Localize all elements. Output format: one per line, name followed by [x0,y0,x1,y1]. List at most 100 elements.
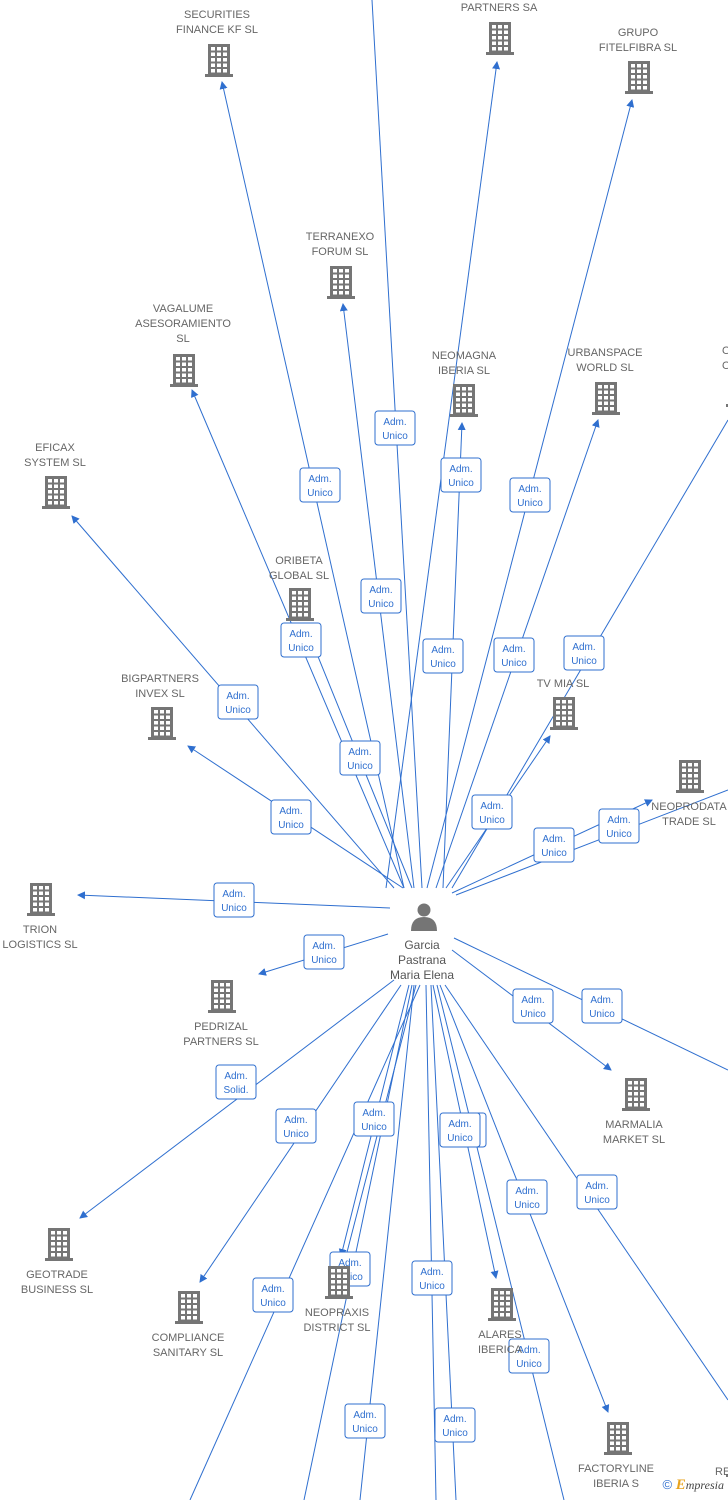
edge-line [425,984,437,1500]
company-name: ALARES [478,1329,521,1341]
edge-label[interactable]: Adm.Unico [440,457,482,493]
edge-label[interactable]: Adm.Unico [374,410,416,446]
person-name: Pastrana [398,953,446,967]
edge-label-text: Adm. [542,834,565,845]
edge-label-text: Adm. [289,629,312,640]
edge-label[interactable]: Adm. Unico [598,808,640,844]
edge-label[interactable]: Adm.Unico [506,1179,548,1215]
edge-label[interactable]: Adm.Unico [576,1174,618,1210]
edge-label[interactable]: Adm. Unico [280,622,322,658]
edge-line [189,984,421,1500]
edge-label-text: Unico [479,815,505,826]
edge-label-box [217,684,259,720]
edge-label-box [299,467,341,503]
edge-label[interactable]: Adm.Unico [411,1260,453,1296]
edge-label-text: Unico [283,1129,309,1140]
edge-label[interactable]: Adm.Unico [434,1407,476,1443]
company-name: PARTNERS SA [461,2,538,14]
edge-label-text: Unico [352,1424,378,1435]
edge-label[interactable]: Adm.Unico [344,1403,386,1439]
edge-label[interactable]: Adm.Unico [508,1338,550,1374]
company-name: COMPLIANCE [152,1332,225,1344]
edge-label[interactable]: Adm.Unico [509,477,551,513]
edge-label-text: Unico [606,829,632,840]
edge-label[interactable]: Adm.Unico [270,799,312,835]
company-name: TV MIA SL [537,678,590,690]
company-name: MARMALIA [605,1119,663,1131]
building-icon [45,1228,73,1261]
edge-label[interactable]: Adm.Unico [299,467,341,503]
company-node-tvmia[interactable]: TV MIA SL [537,678,590,730]
edges-layer [71,0,728,1500]
edge-label-text: Unico [288,643,314,654]
edge-label-text: Adm. [607,815,630,826]
edge-label[interactable]: Adm.Unico [275,1108,317,1144]
edge-label-text: Unico [225,705,251,716]
company-name: NEOPRODATA [651,801,727,813]
edge-label-box [422,638,464,674]
edge-label-box [508,1338,550,1374]
edge-label[interactable]: Adm.Unico [533,827,575,863]
edge-label[interactable]: Adm.Unico [563,635,605,671]
edge-label[interactable]: Adm.Unico [439,1112,481,1148]
company-name: RE [715,1466,728,1478]
company-name: FITELFIBRA SL [599,42,677,54]
edge-label-box [360,578,402,614]
company-name: IBERIA S [593,1478,639,1490]
edge-label[interactable]: Adm.Unico [217,684,259,720]
person-icon [411,903,437,931]
building-icon [208,980,236,1013]
building-icon [148,707,176,740]
edge-label-text: Adm. [224,1071,247,1082]
company-name: ORIBETA [275,555,323,567]
edge-label[interactable]: Adm.Unico [213,882,255,918]
edge-label[interactable]: Adm.Unico [353,1101,395,1137]
edge-label[interactable]: Adm.Unico [339,740,381,776]
edge-label[interactable]: Adm.Unico [512,988,554,1024]
edge-label[interactable]: Adm.Unico [581,988,623,1024]
edge-label-text: Unico [501,658,527,669]
edge-label[interactable]: Adm.Unico [422,638,464,674]
brand-logo: Empresia [675,1477,724,1493]
edge-label[interactable]: Adm.Unico [471,794,513,830]
edge-label-text: Adm. [515,1186,538,1197]
company-node-re[interactable]: RE [715,1444,728,1478]
company-node-oc[interactable]: OOC [722,345,728,407]
edge-label-text: Unico [520,1009,546,1020]
edge-label-text: Adm. [585,1181,608,1192]
edge-label[interactable]: Adm.Solid. [215,1064,257,1100]
company-node-partners[interactable]: PARTNERS SA [461,2,538,55]
edge-label[interactable]: Adm.Unico [493,637,535,673]
building-icon [604,1422,632,1455]
edge-label-text: Adm. [517,1345,540,1356]
edge-label[interactable]: Adm.Unico [252,1277,294,1313]
edge-label-text: Adm. [338,1258,361,1269]
building-icon [726,1474,728,1477]
building-icon [550,697,578,730]
edge-label[interactable]: Adm.Unico [360,578,402,614]
edge-line [303,984,413,1500]
edge-label-box [353,1101,395,1137]
edge-label-text: Adm. [348,747,371,758]
company-name: BUSINESS SL [21,1284,93,1296]
edge-label[interactable]: Adm.Unico [303,934,345,970]
